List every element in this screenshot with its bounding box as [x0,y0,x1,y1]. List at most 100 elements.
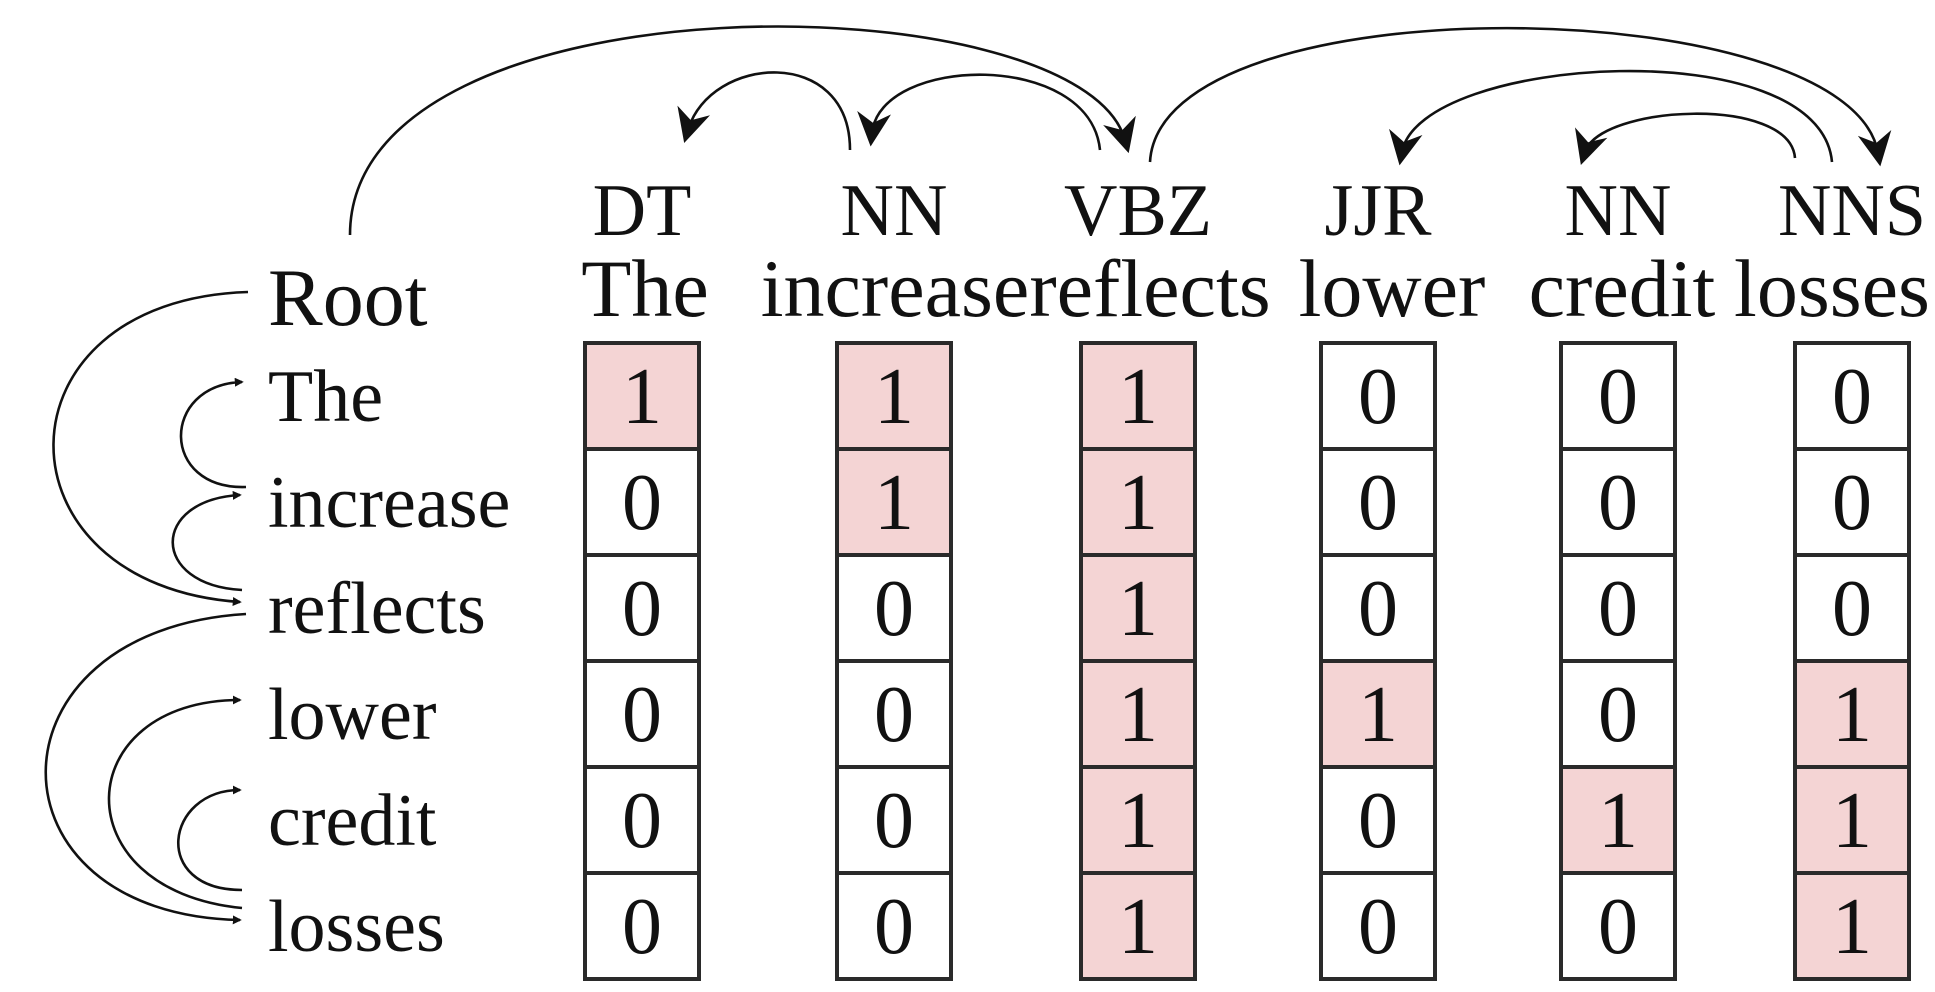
matrix-cell-value: 0 [874,671,914,759]
matrix-cell-value: 1 [874,353,914,441]
matrix-cell [1079,871,1197,981]
matrix-cell-value: 0 [622,671,662,759]
matrix-cell-value: 0 [1358,353,1398,441]
matrix-cell [1793,447,1911,557]
row-word: The [268,356,383,438]
arc-losses-to-lower [1389,69,1834,166]
mask-matrix: 1 1 1 0 0 0 0 1 1 0 0 0 0 0 1 0 0 0 0 0 1 1 0 1 0 0 1 0 1 1 0 0 1 0 0 1 [583,341,1911,981]
column-word: reflects [1029,243,1270,334]
matrix-cell [583,447,701,557]
column-word: increase [761,243,1030,334]
arc-reflects-to-increase-left [171,490,243,592]
matrix-cell-value: 1 [1118,459,1158,547]
matrix-cell-value: 1 [1118,565,1158,653]
pos-tag: NNS [1778,170,1926,252]
matrix-cell-value: 1 [1832,883,1872,971]
matrix-cell [583,871,701,981]
arc-root-to-reflects-left [52,290,249,606]
matrix-cell-value: 1 [1832,671,1872,759]
matrix-cell-value: 0 [1598,565,1638,653]
matrix-cell [1793,765,1911,875]
matrix-cell-value: 1 [1118,777,1158,865]
matrix-cell [1319,871,1437,981]
matrix-cell-value: 0 [1598,459,1638,547]
matrix-cell [835,447,953,557]
matrix-cell [1793,659,1911,769]
matrix-cell-value: 0 [1598,353,1638,441]
arc-losses-to-credit-left [177,785,243,892]
matrix-cell-value: 1 [1598,777,1638,865]
matrix-cell [835,659,953,769]
matrix-cell [1319,553,1437,663]
matrix-cell-value: 0 [1832,565,1872,653]
matrix-cell [1079,553,1197,663]
pos-tag: VBZ [1064,170,1212,252]
root-label: Root [268,252,428,343]
pos-tag: NN [841,170,948,252]
matrix-cell-value: 1 [874,459,914,547]
matrix-cell [1559,341,1677,451]
matrix-cell [1559,553,1677,663]
matrix-cell [835,553,953,663]
matrix-cell [1793,553,1911,663]
matrix-cell [1793,871,1911,981]
matrix-cell [1079,659,1197,769]
top-dependency-arcs [348,25,1892,236]
row-word: reflects [268,568,486,650]
row-word: increase [268,462,510,544]
arc-losses-to-credit [1575,112,1797,165]
matrix-cell [1559,871,1677,981]
row-word: lower [268,674,437,756]
matrix-cell-value: 0 [622,459,662,547]
matrix-cell-value: 0 [622,777,662,865]
row-word: losses [268,886,445,968]
arc-reflects-to-losses [1148,26,1892,167]
matrix-cell-value: 1 [1358,671,1398,759]
pos-tag: NN [1565,170,1672,252]
arc-increase-to-the [677,71,852,151]
matrix-cell [583,765,701,875]
matrix-cell-value: 0 [874,777,914,865]
matrix-cell [835,871,953,981]
matrix-cell [835,341,953,451]
matrix-cell [1079,765,1197,875]
matrix-cell-value: 1 [1118,671,1158,759]
arc-root-to-reflects [348,25,1136,236]
matrix-cell-value: 0 [622,883,662,971]
matrix-cell-value: 0 [622,565,662,653]
matrix-cell-value: 1 [1832,777,1872,865]
arc-reflects-to-increase [857,73,1102,151]
left-dependency-arcs [44,290,249,925]
matrix-cell [1319,447,1437,557]
pos-tag: JJR [1325,170,1433,252]
row-labels: The increase reflects lower credit losses [268,356,510,968]
matrix-cell-value: 0 [1832,459,1872,547]
matrix-cell [1319,659,1437,769]
matrix-cell-value: 0 [874,883,914,971]
column-word: losses [1734,243,1930,334]
matrix-cell-value: 0 [1832,353,1872,441]
matrix-cell-value: 0 [1358,459,1398,547]
matrix-cell-value: 0 [874,565,914,653]
matrix-cell-value: 0 [1358,777,1398,865]
column-headers: DTTheNNincreaseVBZreflectsJJRlowerNNcred… [581,170,1930,334]
column-word: The [581,243,708,334]
matrix-cell-value: 0 [1598,671,1638,759]
row-word: credit [268,780,437,862]
matrix-cell [1559,659,1677,769]
matrix-cell-value: 1 [622,353,662,441]
matrix-cell-value: 0 [1598,883,1638,971]
matrix-cell [1319,765,1437,875]
matrix-cell [1079,341,1197,451]
matrix-cell [583,553,701,663]
pos-tag: DT [593,170,692,252]
arc-increase-to-the-left [179,377,247,489]
matrix-cell-value: 1 [1118,353,1158,441]
matrix-cell-value: 0 [1358,565,1398,653]
matrix-cell-value: 0 [1358,883,1398,971]
matrix-cell [1793,341,1911,451]
arc-reflects-to-losses-left [44,612,247,925]
matrix-cell-value: 1 [1118,883,1158,971]
arc-losses-to-lower-left [107,695,243,910]
